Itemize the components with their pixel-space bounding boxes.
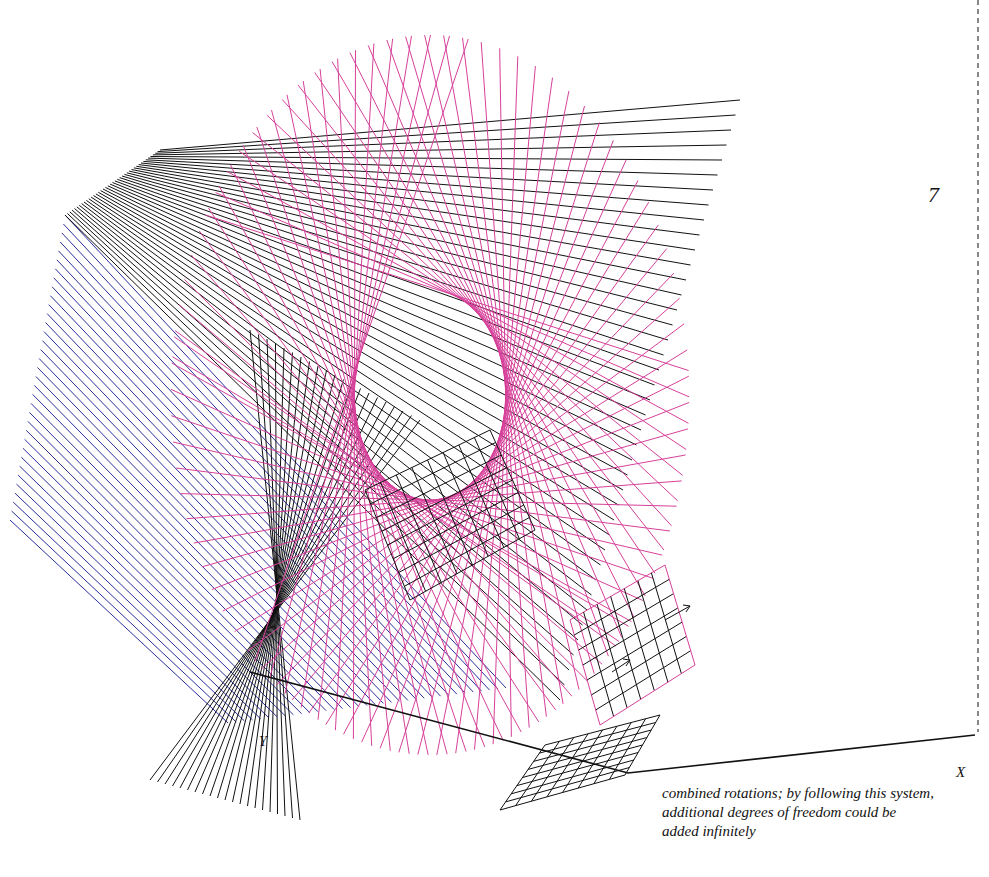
ruling-line [651, 573, 681, 674]
ruling-line [624, 589, 654, 691]
ruling-line [233, 371, 327, 803]
ruling-line [625, 715, 660, 775]
ruling-line [591, 636, 686, 695]
ruling-line [579, 594, 674, 650]
ruling-line [136, 166, 695, 250]
ruling-line [404, 518, 529, 587]
ruling-line [517, 753, 638, 786]
ruling-line [122, 176, 668, 340]
ruling-line [638, 581, 668, 682]
ruling-line [511, 760, 634, 794]
ruling-line [399, 505, 524, 573]
ruling-line [101, 191, 628, 475]
ruling-line [113, 183, 651, 401]
ruling-line [158, 115, 736, 152]
ruling-line [18, 475, 269, 718]
ruling-line [235, 350, 688, 632]
ruling-line [57, 260, 465, 693]
axis-label: Y [259, 734, 267, 750]
ruling-line [570, 620, 600, 725]
ruling-line [474, 438, 519, 539]
ruling-line [459, 445, 504, 548]
ruling-line [500, 775, 625, 810]
frame-line [978, 0, 979, 732]
ruling-line [26, 430, 310, 712]
ruling-line [596, 651, 691, 710]
ruling-line [587, 622, 682, 680]
ruling-line [428, 460, 473, 565]
ruling-line [25, 439, 302, 713]
ruling-line [165, 411, 403, 784]
ruling-line [185, 280, 588, 681]
ruling-line [10, 520, 228, 723]
ruling-line [410, 530, 535, 600]
caption-text: combined rotations; by following this sy… [662, 784, 934, 841]
ruling-line [13, 502, 244, 721]
ruling-line [600, 665, 695, 725]
ruling-line [611, 596, 641, 699]
ruling-line [597, 604, 627, 708]
ruling-line [38, 368, 368, 706]
ruling-line [665, 565, 695, 665]
ruling-line [490, 430, 535, 530]
ruling-line [70, 212, 569, 670]
ruling-line [393, 493, 518, 559]
ruling-line [139, 165, 700, 235]
ruling-line [574, 579, 669, 635]
ruling-line [443, 453, 488, 557]
callout-number: 7 [928, 182, 939, 208]
ruling-line [151, 157, 723, 161]
ruling-line [50, 296, 432, 698]
ruling-line [12, 511, 237, 722]
ruling-line [506, 768, 630, 802]
ruling-line [17, 484, 261, 719]
ruling-line [255, 39, 468, 661]
ruling-line [132, 170, 687, 281]
axes [250, 672, 975, 773]
ruling-line [86, 200, 600, 565]
ruling-line [240, 366, 318, 804]
ruling-line [584, 612, 614, 716]
ruling-line [570, 565, 665, 620]
ruling-line [23, 448, 294, 715]
ruling-line [15, 493, 253, 720]
axis-label: X [956, 764, 965, 781]
ruling-line [218, 380, 344, 799]
ruling-line [583, 608, 678, 665]
ruling-line [31, 403, 334, 709]
ruling-line [146, 160, 713, 190]
ruling-line [36, 377, 359, 707]
ruling-line [250, 330, 300, 820]
ruling-line [255, 357, 301, 808]
direction-arrows [612, 605, 690, 672]
ruling-line [117, 179, 659, 370]
